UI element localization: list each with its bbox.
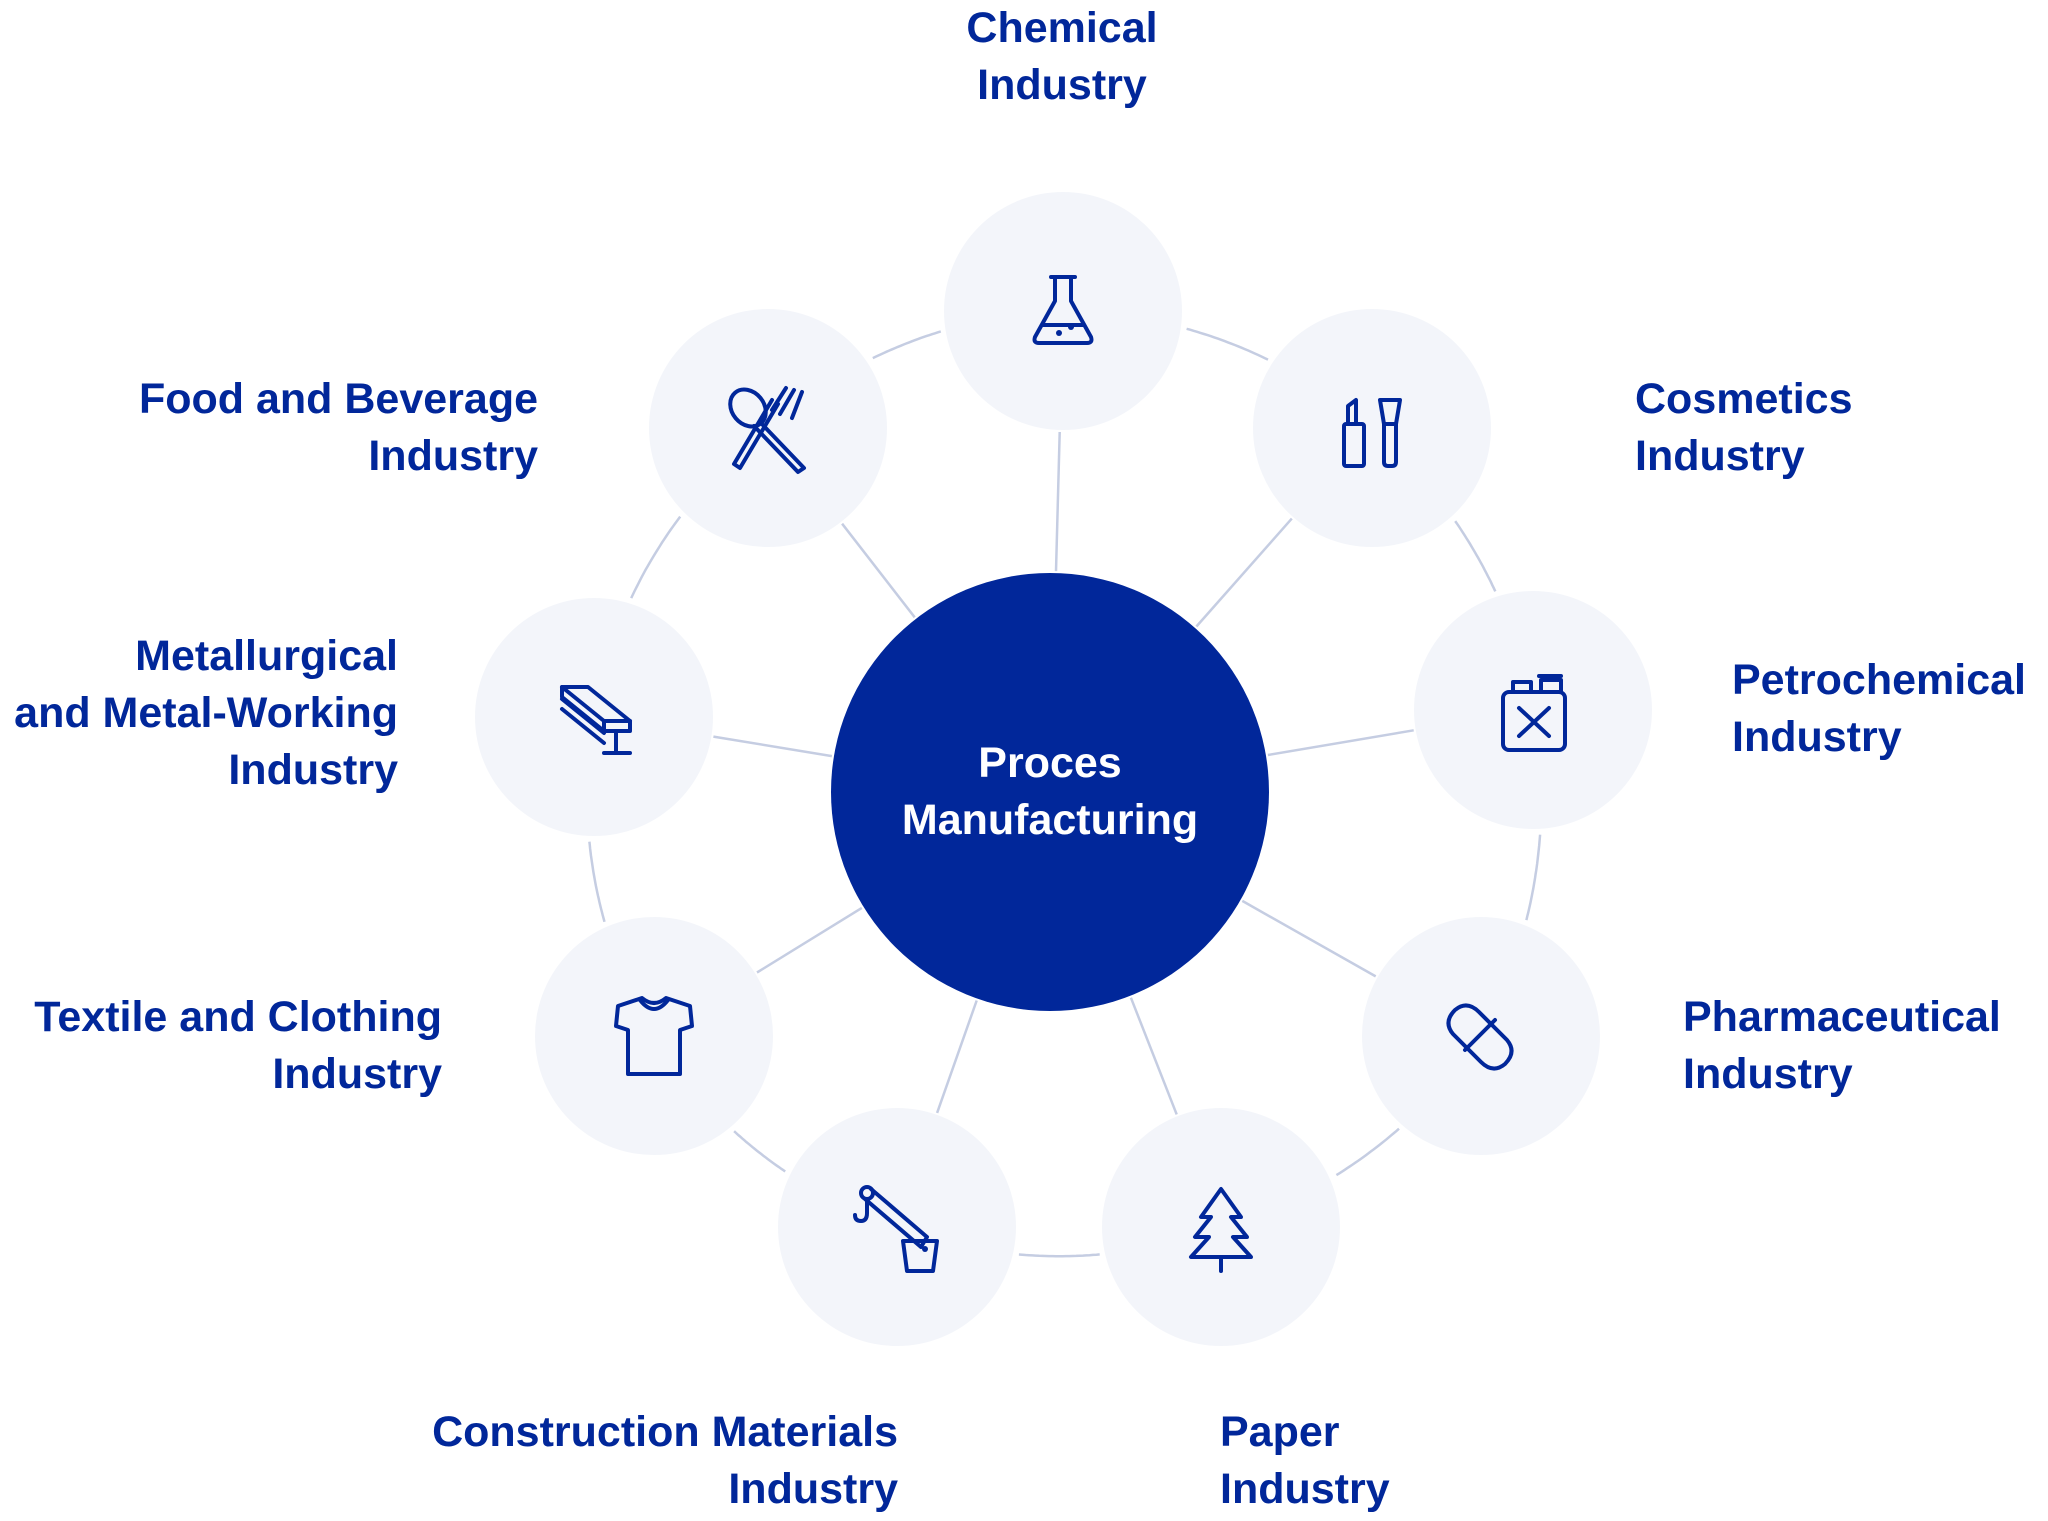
ring-arc-food bbox=[872, 330, 942, 360]
label-paper: Paper Industry bbox=[1220, 1404, 1390, 1518]
label-cosmetics: Cosmetics Industry bbox=[1635, 371, 1852, 485]
spoon-fork-icon bbox=[728, 386, 806, 474]
hub-label-line-1: Proces bbox=[978, 739, 1122, 787]
label-metallurgical-line-2: and Metal-Working bbox=[14, 689, 398, 737]
tree-icon bbox=[1189, 1187, 1253, 1273]
node-paper bbox=[1102, 1108, 1340, 1346]
label-textile-line-2: Industry bbox=[272, 1050, 442, 1098]
connectors bbox=[588, 327, 1542, 1258]
node-food bbox=[649, 309, 887, 547]
ring-arc-construction bbox=[733, 1130, 786, 1173]
node-pharmaceutical bbox=[1362, 917, 1600, 1155]
label-food-line-2: Industry bbox=[368, 432, 538, 480]
label-petrochemical-line-1: Petrochemical bbox=[1732, 656, 2026, 704]
tshirt-icon bbox=[614, 996, 694, 1076]
ring-arc-metallurgical bbox=[630, 515, 682, 599]
spoke-petrochemical bbox=[1267, 729, 1414, 757]
label-metallurgical: Metallurgical and Metal-Working Industry bbox=[0, 628, 398, 799]
label-metallurgical-line-3: Industry bbox=[228, 746, 398, 794]
label-construction-line-2: Industry bbox=[728, 1465, 898, 1513]
label-petrochemical: Petrochemical Industry bbox=[1732, 652, 2026, 766]
flask-icon bbox=[1032, 275, 1094, 345]
label-textile: Textile and Clothing Industry bbox=[0, 989, 442, 1103]
spoke-chemical bbox=[1054, 431, 1061, 572]
node-construction bbox=[778, 1108, 1016, 1346]
node-circle-textile bbox=[535, 917, 773, 1155]
ring-arc-cosmetics bbox=[1454, 520, 1497, 592]
label-textile-line-1: Textile and Clothing bbox=[34, 993, 442, 1041]
node-circle-cosmetics bbox=[1253, 309, 1491, 547]
nodes bbox=[475, 192, 1652, 1346]
jerrycan-icon bbox=[1501, 674, 1567, 752]
node-circle-metallurgical bbox=[475, 598, 713, 836]
pill-capsule-icon bbox=[1446, 1003, 1514, 1071]
spoke-paper bbox=[1129, 997, 1178, 1115]
label-cosmetics-line-2: Industry bbox=[1635, 432, 1805, 480]
node-metallurgical bbox=[475, 598, 713, 836]
spoke-cosmetics bbox=[1195, 517, 1293, 628]
label-construction: Construction Materials Industry bbox=[330, 1404, 898, 1518]
spoke-construction bbox=[935, 1000, 978, 1114]
label-food: Food and Beverage Industry bbox=[80, 371, 538, 485]
spoke-metallurgical bbox=[713, 735, 833, 758]
label-petrochemical-line-2: Industry bbox=[1732, 713, 1902, 761]
node-circle-petrochemical bbox=[1414, 591, 1652, 829]
ring-arc-pharmaceutical bbox=[1335, 1127, 1400, 1177]
label-paper-line-1: Paper bbox=[1220, 1408, 1340, 1456]
crane-icon bbox=[853, 1185, 939, 1273]
node-circle-paper bbox=[1102, 1108, 1340, 1346]
label-chemical-line-1: Chemical bbox=[966, 4, 1158, 52]
ring-arc-petrochemical bbox=[1525, 834, 1542, 921]
ring-arc-chemical bbox=[1186, 327, 1269, 361]
label-pharmaceutical-line-1: Pharmaceutical bbox=[1683, 993, 2001, 1041]
steel-beam-icon bbox=[560, 685, 632, 755]
label-cosmetics-line-1: Cosmetics bbox=[1635, 375, 1853, 423]
label-pharmaceutical: Pharmaceutical Industry bbox=[1683, 989, 2001, 1103]
label-chemical-line-2: Industry bbox=[977, 61, 1147, 109]
label-food-line-1: Food and Beverage bbox=[138, 375, 538, 423]
node-cosmetics bbox=[1253, 309, 1491, 547]
ring-arc-paper bbox=[1018, 1253, 1100, 1258]
hub-label-line-2: Manufacturing bbox=[901, 796, 1199, 844]
label-construction-line-1: Construction Materials bbox=[432, 1408, 898, 1456]
hub-circle bbox=[831, 573, 1269, 1011]
ring-arc-textile bbox=[588, 841, 606, 923]
hub-label: Proces Manufacturing bbox=[835, 735, 1265, 849]
spoke-food bbox=[841, 522, 916, 619]
label-chemical: Chemical Industry bbox=[862, 0, 1262, 114]
node-textile bbox=[535, 917, 773, 1155]
node-petrochemical bbox=[1414, 591, 1652, 829]
lipstick-brush-icon bbox=[1342, 398, 1402, 468]
node-chemical bbox=[944, 192, 1182, 430]
label-paper-line-2: Industry bbox=[1220, 1465, 1390, 1513]
spoke-textile bbox=[756, 906, 863, 974]
spoke-pharmaceutical bbox=[1241, 899, 1377, 978]
label-metallurgical-line-1: Metallurgical bbox=[135, 632, 398, 680]
label-pharmaceutical-line-2: Industry bbox=[1683, 1050, 1853, 1098]
node-circle-chemical bbox=[944, 192, 1182, 430]
